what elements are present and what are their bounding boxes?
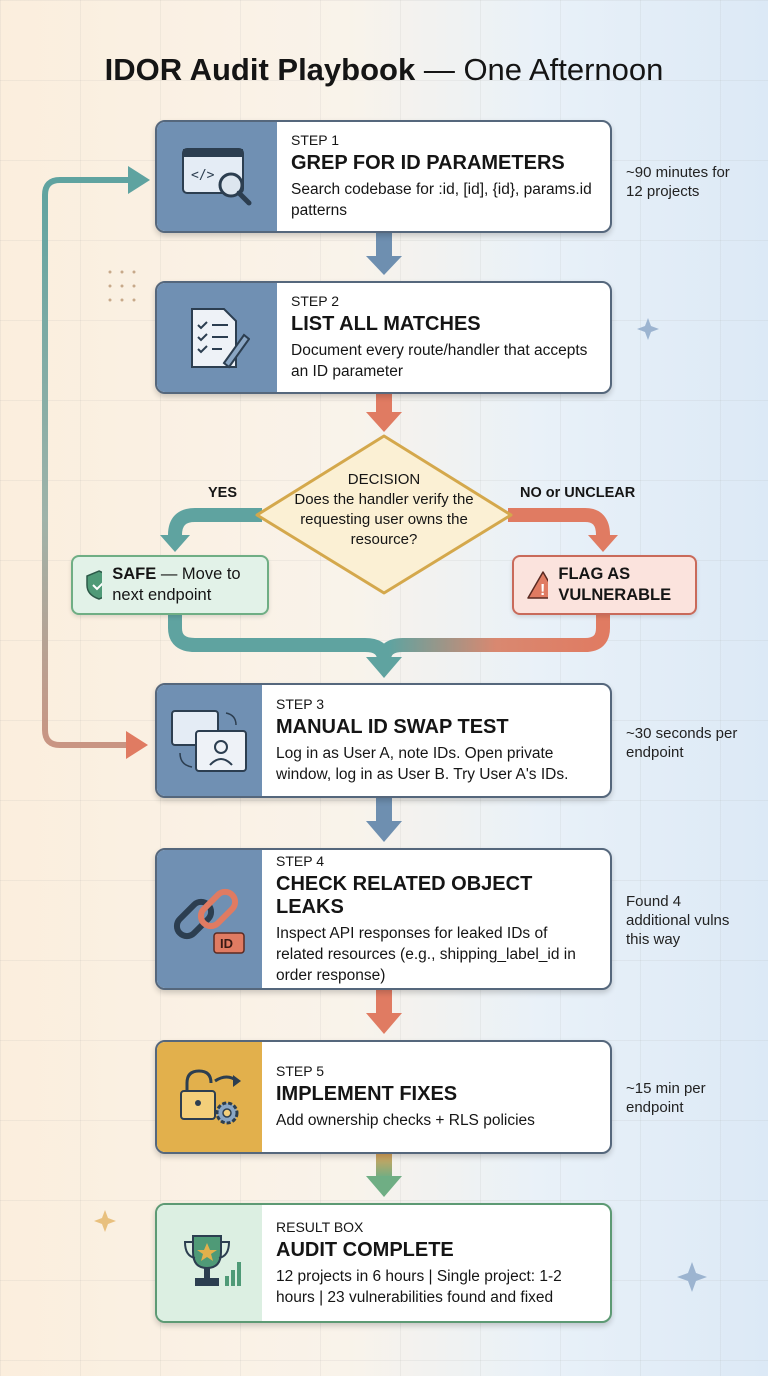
arrow-5-result <box>366 1154 402 1197</box>
step-desc: Inspect API responses for leaked IDs of … <box>276 924 576 984</box>
step-3-note: ~30 seconds per endpoint <box>626 725 738 761</box>
svg-text:</>: </> <box>191 168 215 183</box>
step-2-card: STEP 2 LIST ALL MATCHES Document every rou… <box>155 281 612 394</box>
flag-box: ! FLAG AS VULNERABLE <box>512 555 697 615</box>
sparkle-icon <box>94 1210 116 1232</box>
loop-arrow <box>42 166 150 759</box>
step-5-note: ~15 min per endpoint <box>626 1080 706 1116</box>
step-title: LIST ALL MATCHES <box>291 313 481 335</box>
result-card: RESULT BOX AUDIT COMPLETE 12 projects in 6… <box>155 1203 612 1323</box>
step-desc: Log in as User A, note IDs. Open private… <box>276 745 569 783</box>
shield-check-icon <box>86 570 103 600</box>
sparkle-icon <box>677 1262 707 1292</box>
step-5-card: STEP 5 IMPLEMENT FIXES Add ownership check… <box>155 1040 612 1154</box>
code-search-icon: </> <box>157 122 277 231</box>
step-label: STEP 2 <box>291 293 339 309</box>
yes-label: YES <box>208 485 238 501</box>
arrow-2-decision <box>366 394 402 432</box>
page-title: IDOR Audit Playbook — One Afternoon <box>104 52 664 87</box>
sparkle-icon <box>637 318 659 340</box>
result-title: AUDIT COMPLETE <box>276 1238 454 1261</box>
arrow-1-2 <box>366 233 402 275</box>
step-label: STEP 1 <box>291 132 339 148</box>
merge-arrows <box>168 614 610 661</box>
step-4-note: Found 4 additional vulns this way <box>626 893 730 948</box>
arrow-3-4 <box>366 798 402 842</box>
warning-icon: ! <box>527 571 549 599</box>
result-label: RESULT BOX <box>276 1218 364 1235</box>
step-desc: Add ownership checks + RLS policies <box>276 1112 535 1129</box>
step-desc: Document every route/handler that accept… <box>291 342 588 380</box>
decision-diamond <box>255 434 513 595</box>
svg-text:ID: ID <box>220 936 233 951</box>
svg-text:!: ! <box>540 582 545 599</box>
step-title: GREP FOR ID PARAMETERS <box>291 152 565 174</box>
checklist-icon <box>157 283 277 392</box>
trophy-icon <box>157 1205 262 1321</box>
safe-box: SAFE — Move to next endpoint <box>71 555 269 615</box>
broken-link-icon: ID <box>157 850 262 988</box>
step-label: STEP 4 <box>276 852 324 869</box>
decision-label: DECISION <box>347 471 421 488</box>
lock-gear-icon <box>157 1042 262 1152</box>
step-desc: Search codebase for :id, [id], {id}, par… <box>291 181 592 219</box>
no-branch <box>508 508 610 540</box>
step-title: IMPLEMENT FIXES <box>276 1083 458 1105</box>
step-1-card: </> STEP 1 GREP FOR ID PARAMETERS Search c… <box>155 120 612 233</box>
result-desc: 12 projects in 6 hours | Single project:… <box>276 1267 562 1306</box>
step-title: CHECK RELATED OBJECT LEAKS <box>276 872 533 918</box>
decision-text: DECISION Does the handler verify the req… <box>284 470 484 550</box>
yes-branch <box>168 508 262 540</box>
user-swap-icon <box>157 685 262 796</box>
no-label: NO or UNCLEAR <box>520 485 636 501</box>
step-label: STEP 5 <box>276 1063 324 1079</box>
arrow-4-5 <box>366 990 402 1034</box>
step-title: MANUAL ID SWAP TEST <box>276 716 509 738</box>
decision-question: Does the handler verify the requesting u… <box>294 491 474 548</box>
step-3-card: STEP 3 MANUAL ID SWAP TEST Log in as User … <box>155 683 612 798</box>
step-4-card: ID STEP 4 CHECK RELATED OBJECT LEAKS Inspe… <box>155 848 612 990</box>
step-1-note: ~90 minutes for 12 projects <box>626 164 730 200</box>
step-label: STEP 3 <box>276 696 324 712</box>
decor-dots <box>108 270 136 302</box>
